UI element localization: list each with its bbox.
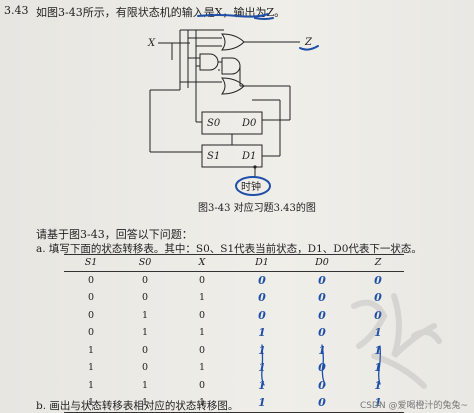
cell-d0: 0 bbox=[318, 396, 326, 410]
ink-circle-clock bbox=[235, 176, 271, 196]
cell-z: 0 bbox=[374, 291, 382, 305]
header-s1: S1 bbox=[84, 257, 98, 269]
cell-x: 1 bbox=[198, 362, 206, 374]
cell-d0: 0 bbox=[318, 273, 326, 287]
cell-d1: 0 bbox=[258, 291, 266, 305]
cell-d0: 1 bbox=[318, 343, 326, 357]
table-row: 0 0 0 0 0 0 bbox=[64, 272, 404, 290]
question-b: b. 画出与状态转移表相对应的状态转移图。 bbox=[36, 400, 239, 412]
flipflop-s0 bbox=[201, 111, 263, 135]
input-x-label: X bbox=[147, 38, 156, 49]
cell-d1: 0 bbox=[258, 308, 266, 322]
cell-d1: 1 bbox=[258, 361, 266, 375]
cell-s1: 1 bbox=[87, 397, 95, 409]
question-intro: 请基于图3-43，回答以下问题： bbox=[36, 228, 193, 241]
cell-z: 1 bbox=[374, 396, 382, 410]
cell-d1: 1 bbox=[258, 378, 266, 392]
problem-statement: 如图3-43所示，有限状态机的输入是X，输出为Z。 bbox=[36, 6, 286, 19]
or-gate-output bbox=[221, 33, 245, 51]
cell-s1: 1 bbox=[87, 379, 95, 391]
cell-s0: 1 bbox=[141, 309, 149, 321]
flipflop-s1 bbox=[201, 144, 263, 168]
watermark-seal-icon bbox=[351, 293, 442, 389]
question-a: a. 填写下面的状态转移表。其中：S0、S1代表当前状态，D1、D0代表下一状态… bbox=[36, 243, 422, 255]
output-z-label: Z bbox=[304, 37, 313, 48]
cell-z: 1 bbox=[374, 326, 382, 340]
clock-label: 时钟 bbox=[241, 180, 261, 193]
figure-caption: 图3-43 对应习题3.43的图 bbox=[198, 203, 316, 214]
table-row: 0 1 0 0 0 0 bbox=[64, 307, 404, 325]
cell-s0: 0 bbox=[141, 274, 149, 286]
cell-z: 0 bbox=[374, 273, 382, 287]
cell-d1: 0 bbox=[258, 273, 266, 287]
cell-x: 0 bbox=[198, 309, 206, 321]
cell-s0: 0 bbox=[141, 292, 149, 304]
problem-number: 3.43 bbox=[4, 4, 29, 17]
cell-x: 0 bbox=[198, 274, 206, 286]
cell-s0: 1 bbox=[141, 327, 149, 339]
table-row: 0 1 1 1 0 1 bbox=[64, 324, 404, 342]
cell-d0: 0 bbox=[318, 291, 326, 305]
cell-x: 0 bbox=[198, 379, 206, 391]
cell-d0: 0 bbox=[318, 308, 326, 322]
header-z: Z bbox=[374, 257, 382, 269]
clock-node bbox=[253, 165, 257, 169]
cell-s1: 0 bbox=[87, 309, 95, 321]
ink-mark-output bbox=[299, 45, 319, 51]
cell-d0: 0 bbox=[318, 326, 326, 340]
table-header: S1 S0 X D1 D0 Z bbox=[64, 254, 404, 272]
ff-top-d-label: D0 bbox=[241, 118, 257, 129]
cell-d1: 1 bbox=[258, 396, 266, 410]
cell-d1: 1 bbox=[258, 343, 266, 357]
or-gate-next-state bbox=[221, 77, 245, 95]
cell-s1: 0 bbox=[87, 327, 95, 339]
header-s0: S0 bbox=[138, 257, 152, 269]
table-bottom-rule bbox=[64, 411, 404, 413]
cell-s1: 0 bbox=[87, 274, 95, 286]
cell-s1: 0 bbox=[87, 292, 95, 304]
and-gate-2 bbox=[221, 57, 241, 75]
cell-s0: 1 bbox=[141, 397, 149, 409]
table-row: 1 1 1 1 0 1 bbox=[64, 394, 404, 412]
cell-z: 1 bbox=[374, 378, 382, 392]
cell-x: 1 bbox=[198, 292, 206, 304]
ff-bottom-d-label: D1 bbox=[241, 151, 256, 162]
header-d0: D0 bbox=[315, 257, 329, 269]
table-row: 0 0 1 0 0 0 bbox=[64, 289, 404, 307]
cell-x: 1 bbox=[198, 327, 206, 339]
cell-x: 0 bbox=[198, 344, 206, 356]
ff-top-q-label: S0 bbox=[207, 118, 221, 129]
cell-s0: 1 bbox=[141, 379, 149, 391]
cell-z: 1 bbox=[374, 343, 382, 357]
cell-s1: 1 bbox=[87, 344, 95, 356]
and-gate-1 bbox=[199, 53, 219, 71]
cell-d0: 0 bbox=[318, 361, 326, 375]
ff-bottom-q-label: S1 bbox=[207, 151, 220, 162]
header-d1: D1 bbox=[255, 257, 269, 269]
cell-s0: 0 bbox=[141, 362, 149, 374]
header-x: X bbox=[198, 257, 206, 269]
cell-x: 1 bbox=[198, 397, 206, 409]
cell-s0: 0 bbox=[141, 344, 149, 356]
csdn-watermark: CSDN @爱喝橙汁的兔兔~ bbox=[359, 401, 468, 411]
cell-z: 0 bbox=[374, 308, 382, 322]
cell-d0: 0 bbox=[318, 378, 326, 392]
cell-z: 1 bbox=[374, 361, 382, 375]
cell-s1: 1 bbox=[87, 362, 95, 374]
cell-d1: 1 bbox=[258, 326, 266, 340]
